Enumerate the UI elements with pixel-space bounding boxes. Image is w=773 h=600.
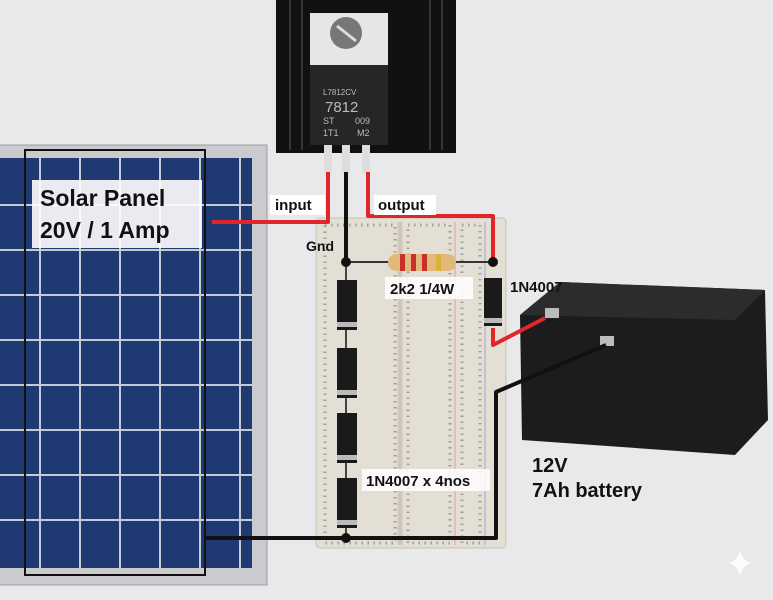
resistor-label: 2k2 1/4W [390, 281, 455, 298]
panel-highlight-box [24, 149, 206, 576]
diode-label: 1N4007 [510, 279, 563, 296]
regulator-brand: ST [323, 116, 335, 126]
regulator-part-number: L7812CV [323, 88, 357, 97]
solar-panel-rating: 20V / 1 Amp [40, 217, 170, 243]
input-wire [212, 172, 330, 224]
resistor [388, 254, 456, 271]
input-label: input [275, 197, 312, 214]
diode-bank [337, 280, 357, 528]
voltage-regulator: L7812CV 7812 ST 009 1T1 M2 [276, 0, 456, 173]
regulator-code: 009 [355, 116, 370, 126]
battery-capacity-label: 7Ah battery [532, 480, 643, 502]
battery-voltage-label: 12V [532, 455, 568, 477]
sparkle-icon [728, 550, 752, 576]
regulator-code: 1T1 [323, 128, 339, 138]
regulator-model: 7812 [325, 99, 358, 116]
battery-positive-terminal [545, 308, 559, 318]
battery: 12V 7Ah battery [520, 282, 768, 502]
solar-panel: Solar Panel 20V / 1 Amp [0, 144, 268, 586]
output-wire [366, 172, 495, 262]
gnd-label: Gnd [306, 238, 334, 254]
diode-bank-label: 1N4007 x 4nos [366, 473, 470, 490]
battery-negative-terminal [600, 336, 614, 346]
output-label: output [378, 197, 425, 214]
diode-1n4007 [484, 278, 502, 326]
solar-panel-label: Solar Panel [40, 185, 165, 211]
battery-positive-wire [491, 316, 546, 347]
regulator-code: M2 [357, 128, 370, 138]
breadboard [315, 217, 507, 549]
